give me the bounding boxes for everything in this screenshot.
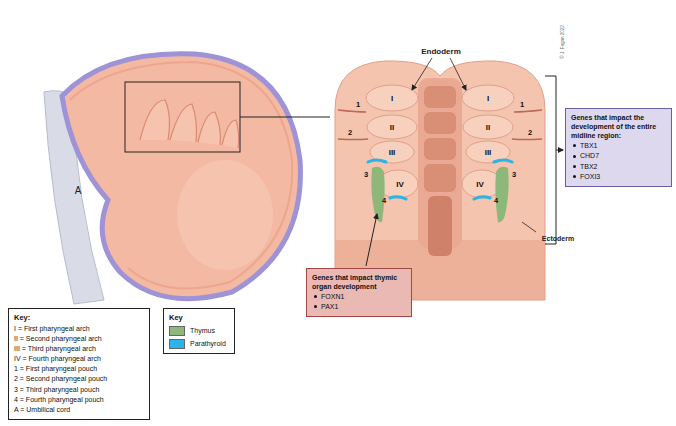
box-text: FOXN1 — [321, 293, 344, 300]
box-line: A = Umbilical cord — [14, 405, 144, 415]
legend-swatch — [169, 326, 185, 336]
watermark: © J. Fagan 2022 — [560, 25, 565, 58]
legend-text: Parathyroid — [190, 340, 226, 347]
box-line: IV = Fourth pharyngeal arch — [14, 354, 144, 364]
box-text: FOXI3 — [580, 173, 600, 180]
key-box: KeyThymusParathyroid — [163, 308, 235, 354]
pouch-number: 2 — [348, 128, 352, 137]
box-text: Key: — [14, 313, 30, 322]
box-text: CHD7 — [580, 152, 599, 159]
box-line: FOXI3 — [571, 172, 666, 182]
arch-label: I — [487, 94, 489, 103]
bullet — [573, 144, 576, 147]
pouch-number: 1 — [520, 100, 524, 109]
box-line: II = Second pharyngeal arch — [14, 334, 144, 344]
legend-row: Thymus — [169, 326, 229, 336]
arch-label: IV — [396, 180, 404, 189]
box-heading: Key — [169, 313, 229, 323]
box-line: TBX1 — [571, 141, 666, 151]
box-text: TBX1 — [580, 142, 598, 149]
box-text: TBX2 — [580, 163, 598, 170]
box-line: I = First pharyngeal arch — [14, 324, 144, 334]
legend-text: Thymus — [190, 327, 215, 334]
gene-box: Genes that impact the development of the… — [565, 108, 672, 187]
legend-swatch — [169, 339, 185, 349]
box-text: PAX1 — [321, 303, 338, 310]
box-line: III = Third pharyngeal arch — [14, 344, 144, 354]
box-line: TBX2 — [571, 162, 666, 172]
arch-label: II — [486, 123, 490, 132]
box-text: III = Third pharyngeal arch — [14, 345, 96, 352]
box-text: Genes that impact the development of the… — [571, 114, 656, 139]
box-text: Key — [169, 313, 183, 322]
box-heading: Key: — [14, 313, 144, 323]
pouch-number: 4 — [494, 196, 498, 205]
box-text: IV = Fourth pharyngeal arch — [14, 355, 101, 362]
box-line: PAX1 — [312, 302, 406, 312]
arch-label: III — [389, 148, 396, 157]
box-text: Genes that impact thymic organ developme… — [312, 274, 397, 290]
arch-label: I — [391, 94, 393, 103]
box-text: 4 = Fourth pharyngeal pouch — [14, 396, 104, 403]
box-text: I = First pharyngeal arch — [14, 325, 90, 332]
arch-label: III — [485, 148, 492, 157]
gene-box: Genes that impact thymic organ developme… — [306, 268, 412, 317]
box-heading: Genes that impact the development of the… — [571, 113, 666, 140]
pouch-number: 3 — [512, 170, 516, 179]
box-text: A = Umbilical cord — [14, 406, 70, 413]
box-text: 2 = Second pharyngeal pouch — [14, 375, 107, 382]
box-line: 3 = Third pharyngeal pouch — [14, 385, 144, 395]
bullet — [314, 295, 317, 298]
region-label: Endoderm — [421, 47, 461, 56]
bullet — [573, 165, 576, 168]
box-heading: Genes that impact thymic organ developme… — [312, 273, 406, 291]
pouch-number: 3 — [364, 170, 368, 179]
bullet — [573, 175, 576, 178]
arch-label: II — [390, 123, 394, 132]
region-label: Ectoderm — [542, 235, 574, 242]
box-text: 3 = Third pharyngeal pouch — [14, 386, 99, 393]
box-text: 1 = First pharyngeal pouch — [14, 365, 97, 372]
box-line: 2 = Second pharyngeal pouch — [14, 374, 144, 384]
bullet — [573, 155, 576, 158]
pouch-number: 4 — [382, 196, 386, 205]
box-line: CHD7 — [571, 151, 666, 161]
box-line: 1 = First pharyngeal pouch — [14, 364, 144, 374]
box-text: II = Second pharyngeal arch — [14, 335, 102, 342]
bullet — [314, 305, 317, 308]
box-line: 4 = Fourth pharyngeal pouch — [14, 395, 144, 405]
pouch-number: 1 — [356, 100, 360, 109]
pouch-number: 2 — [528, 128, 532, 137]
cord-label: A — [75, 185, 82, 196]
arch-label: IV — [476, 180, 484, 189]
key-box: Key: I = First pharyngeal arch II = Second… — [8, 308, 150, 420]
box-line: FOXN1 — [312, 292, 406, 302]
legend-row: Parathyroid — [169, 339, 229, 349]
